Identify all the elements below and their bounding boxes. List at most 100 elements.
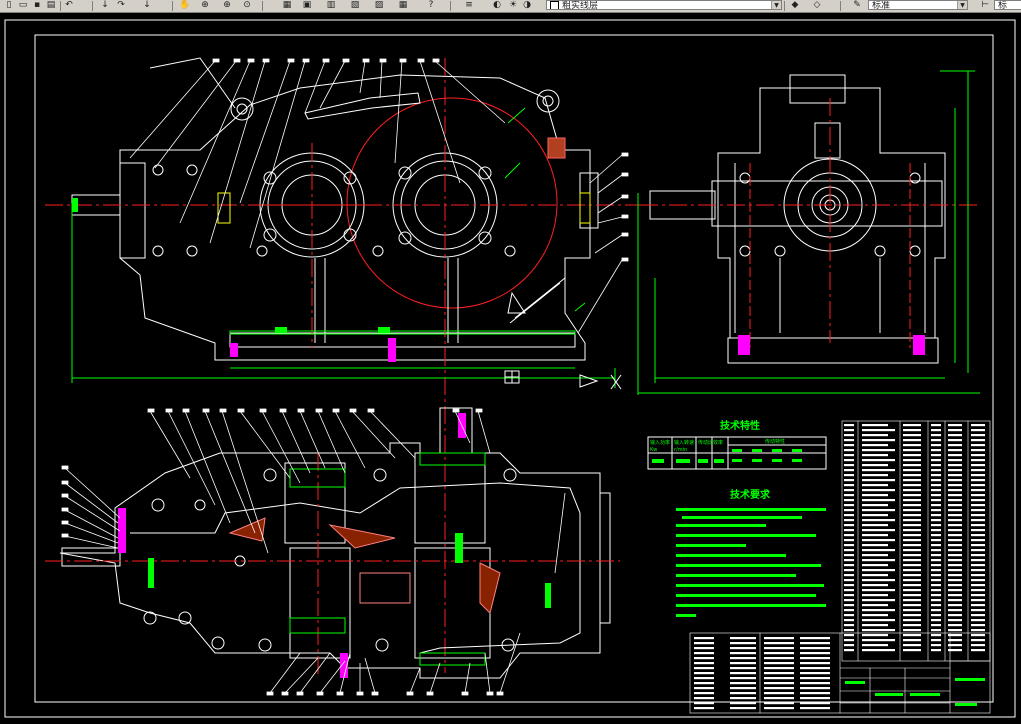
parts-list-cell bbox=[903, 519, 921, 522]
parts-list-cell bbox=[931, 574, 941, 577]
parts-list-cell bbox=[844, 544, 854, 547]
title-block-cell bbox=[800, 677, 830, 680]
parts-list-cell bbox=[862, 484, 888, 487]
design-center-icon[interactable]: ▣ bbox=[302, 0, 312, 10]
parts-list-cell bbox=[903, 514, 921, 517]
parts-list-rows bbox=[844, 424, 985, 652]
title-block-cell bbox=[800, 707, 830, 710]
tech-char-values bbox=[652, 449, 802, 463]
parts-list-cell bbox=[903, 604, 921, 607]
layer-manager-icon[interactable]: ≡ bbox=[465, 0, 473, 10]
sheet-set-icon[interactable]: ▧ bbox=[350, 0, 360, 10]
layer-walk-icon[interactable]: ◇ bbox=[813, 0, 821, 10]
parts-list-cell bbox=[948, 559, 962, 562]
style-icon[interactable]: ✎ bbox=[853, 0, 861, 10]
parts-list-cell bbox=[971, 534, 985, 537]
parts-list-cell bbox=[903, 469, 921, 472]
undo-icon[interactable]: ↶ bbox=[65, 0, 73, 10]
parts-list-cell bbox=[971, 559, 985, 562]
parts-list-cell bbox=[931, 649, 941, 652]
zoom-realtime-icon[interactable]: ↓ bbox=[143, 0, 151, 10]
layer-dropdown[interactable]: 粗实线层 ▼ bbox=[546, 0, 782, 10]
parts-list-cell bbox=[931, 509, 941, 512]
parts-list-cell bbox=[903, 509, 921, 512]
parts-list-cell bbox=[948, 434, 962, 437]
parts-list-cell bbox=[948, 439, 962, 442]
parts-list-cell bbox=[931, 534, 941, 537]
parts-list-cell bbox=[971, 529, 985, 532]
help-icon[interactable]: ? bbox=[428, 0, 434, 10]
pan-icon[interactable]: ↓ bbox=[101, 0, 109, 10]
parts-list-cell bbox=[931, 484, 941, 487]
layer-state-icon[interactable]: ◐ bbox=[493, 0, 501, 10]
parts-list-cell bbox=[948, 514, 962, 517]
redo-icon[interactable]: ↷ bbox=[117, 0, 125, 10]
header-efficiency: 效率 bbox=[713, 439, 723, 446]
layer-previous-icon[interactable]: ◆ bbox=[791, 0, 799, 10]
parts-list-cell bbox=[971, 524, 985, 527]
parts-list-cell bbox=[844, 454, 854, 457]
gear-pitch-circle bbox=[346, 97, 558, 309]
top-housing-outline bbox=[59, 442, 601, 679]
dimstyle-dropdown[interactable]: 标 bbox=[994, 0, 1021, 10]
parts-list-cell bbox=[862, 559, 895, 562]
toolbar: ▯ ▭ ▪ ▤ ↶ ↓ ↷ ↓ ✋ ⊕ ⊕ ⊙ ▦ ▣ ▥ ▧ ▨ ▦ ? ≡ … bbox=[0, 0, 1021, 13]
parts-list-cell bbox=[971, 574, 985, 577]
parts-list-cell bbox=[948, 554, 962, 557]
parts-list-cell bbox=[971, 424, 985, 427]
parts-list-cell bbox=[844, 574, 854, 577]
parts-list-cell bbox=[844, 459, 854, 462]
title-block-cell bbox=[764, 682, 794, 685]
parts-list-cell bbox=[844, 619, 854, 622]
parts-list-cell bbox=[862, 474, 888, 477]
zoom-extents-icon[interactable]: ⊙ bbox=[243, 0, 251, 10]
parts-list-cell bbox=[844, 594, 854, 597]
parts-list-cell bbox=[948, 429, 962, 432]
zoom-in-icon[interactable]: ⊕ bbox=[223, 0, 231, 10]
zoom-previous-icon[interactable]: ⊕ bbox=[201, 0, 209, 10]
new-icon[interactable]: ▯ bbox=[6, 0, 12, 10]
top-view bbox=[59, 407, 611, 679]
breather-cap bbox=[789, 74, 846, 104]
layer-freeze-icon[interactable]: ☀ bbox=[508, 0, 518, 10]
parts-list-cell bbox=[844, 644, 854, 647]
front-view bbox=[71, 57, 599, 361]
calculator-icon[interactable]: ▦ bbox=[398, 0, 408, 10]
parts-list-cell bbox=[971, 484, 985, 487]
parts-list-cell bbox=[971, 489, 985, 492]
chevron-down-icon[interactable]: ▼ bbox=[771, 1, 781, 9]
base-flange bbox=[229, 332, 576, 348]
open-icon[interactable]: ▭ bbox=[18, 0, 28, 10]
parts-list-cell bbox=[862, 549, 895, 552]
text-style-dropdown[interactable]: 标准 ▼ bbox=[868, 0, 968, 10]
save-icon[interactable]: ▪ bbox=[33, 0, 41, 10]
side-base bbox=[727, 337, 939, 364]
parts-list-cell bbox=[948, 489, 962, 492]
title-block-cell bbox=[730, 692, 756, 695]
parts-list-cell bbox=[844, 509, 854, 512]
parts-list-cell bbox=[931, 429, 941, 432]
parts-list-cell bbox=[948, 424, 962, 427]
drawing-canvas[interactable]: 技术特性 输入功率 输入转速 传动比 效率 传动特性 Kw r/min 技术要求 bbox=[0, 13, 1021, 724]
print-icon[interactable]: ▤ bbox=[46, 0, 56, 10]
parts-list-cell bbox=[931, 544, 941, 547]
layer-lock-icon[interactable]: ◑ bbox=[523, 0, 531, 10]
tool-palette-icon[interactable]: ▥ bbox=[326, 0, 336, 10]
parts-list-cell bbox=[931, 439, 941, 442]
dimstyle-icon[interactable]: ⊢ bbox=[981, 0, 989, 10]
properties-icon[interactable]: ▦ bbox=[282, 0, 292, 10]
parts-list-cell bbox=[862, 609, 895, 612]
parts-list-cell bbox=[844, 649, 854, 652]
markup-icon[interactable]: ▨ bbox=[374, 0, 384, 10]
chevron-down-icon[interactable]: ▼ bbox=[957, 1, 967, 9]
parts-list-cell bbox=[844, 444, 854, 447]
parts-list-cell bbox=[931, 539, 941, 542]
front-view-accents bbox=[45, 58, 640, 673]
parts-list-cell bbox=[948, 639, 962, 642]
parts-list-cell bbox=[903, 434, 921, 437]
title-block-rows bbox=[694, 637, 830, 710]
zoom-window-icon[interactable]: ✋ bbox=[179, 0, 191, 10]
parts-list-cell bbox=[844, 494, 854, 497]
parts-list-cell bbox=[971, 429, 985, 432]
header-transmission: 传动特性 bbox=[765, 438, 785, 445]
